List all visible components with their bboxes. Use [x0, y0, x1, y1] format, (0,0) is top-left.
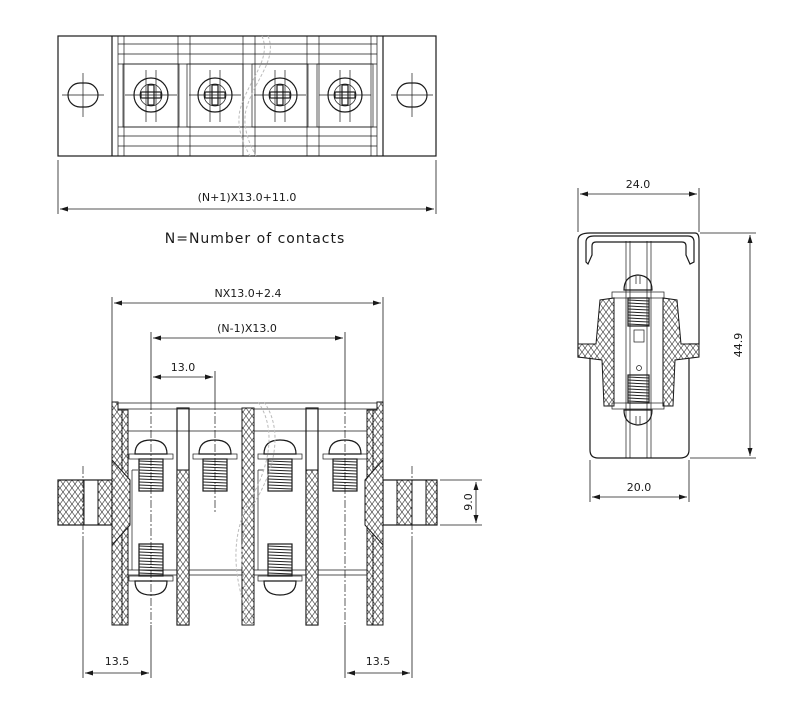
pitch-span-label: (N-1)X13.0 [217, 322, 277, 335]
flange-thickness-label: 9.0 [462, 493, 475, 511]
screw-terminal-icon [122, 63, 180, 128]
side-view [577, 232, 700, 459]
overall-length-dimension: (N+1)X13.0+11.0 [57, 160, 437, 214]
screw-thread-icon [627, 297, 650, 327]
screw-terminal-icon [316, 63, 374, 128]
mount-hole-icon [62, 73, 104, 117]
bottom-width-label: 20.0 [627, 481, 652, 494]
mount-offset-dimensions: 13.5 13.5 [82, 540, 413, 678]
top-screws [122, 63, 374, 128]
height-label: 44.9 [732, 333, 745, 358]
side-view-dimensions: 24.0 20.0 44.9 [577, 178, 756, 502]
pitch-label: 13.0 [171, 361, 196, 374]
flange-thickness-dimension: 9.0 [440, 479, 482, 526]
screw-icon [257, 543, 303, 596]
front-view [57, 401, 438, 626]
body-width-label: NX13.0+2.4 [215, 287, 282, 300]
screw-terminal-icon [186, 63, 244, 128]
front-barriers [176, 407, 319, 626]
contacts-note: N=Number of contacts [165, 231, 346, 247]
left-mount-offset-label: 13.5 [105, 655, 130, 668]
top-view [57, 35, 437, 157]
top-width-label: 24.0 [626, 178, 651, 191]
right-mount-offset-label: 13.5 [366, 655, 391, 668]
mount-hole-icon [391, 73, 433, 117]
front-view-dimensions: NX13.0+2.4 (N-1)X13.0 13.0 [111, 287, 384, 402]
screw-thread-icon [627, 374, 650, 404]
overall-length-label: (N+1)X13.0+11.0 [198, 191, 297, 204]
screw-icon [257, 439, 303, 492]
screw-terminal-icon [251, 63, 309, 128]
